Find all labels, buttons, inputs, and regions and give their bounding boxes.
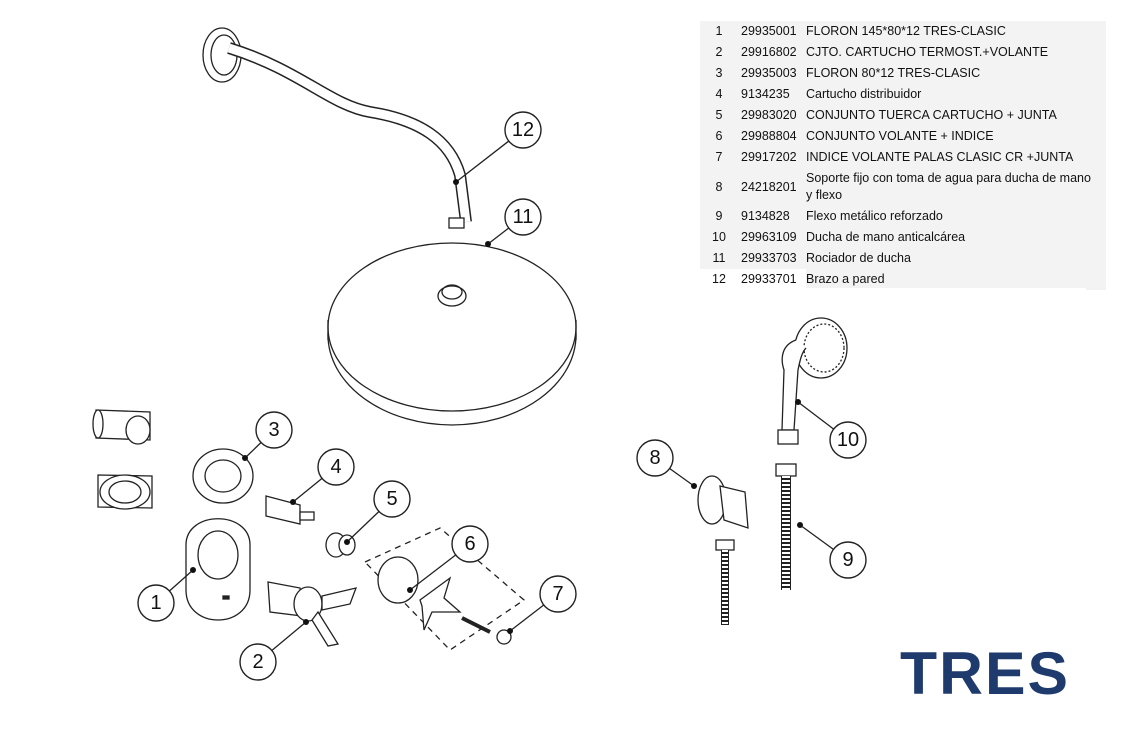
callout-3-label: 3 <box>268 419 279 441</box>
callout-9-label: 9 <box>842 549 853 571</box>
part-index: 1 <box>715 24 723 38</box>
parts-table-row: 10 29963109 Ducha de mano anticalcárea <box>700 227 1106 248</box>
part-description: Cartucho distribuidor <box>806 87 922 101</box>
parts-table-row: 6 29988804 CONJUNTO VOLANTE + INDICE <box>700 126 1106 147</box>
part-index: 9 <box>715 209 723 223</box>
part-code: 9134828 <box>741 209 790 223</box>
part-description: CJTO. CARTUCHO TERMOST.+VOLANTE <box>806 45 1049 59</box>
sleeve-rings-part <box>92 409 153 510</box>
callout-7-circle <box>539 575 577 613</box>
part-index: 3 <box>715 66 723 80</box>
callout-3-circle <box>255 411 293 449</box>
part-description: Ducha de mano anticalcárea <box>806 230 966 244</box>
escutcheon-large-part <box>185 518 251 621</box>
part-description: CONJUNTO VOLANTE + INDICE <box>806 129 994 143</box>
part-description: FLORON 80*12 TRES-CLASIC <box>806 66 981 80</box>
part-code: 29933703 <box>741 251 797 265</box>
callout-5-label: 5 <box>386 488 397 510</box>
part-description: INDICE VOLANTE PALAS CLASIC CR +JUNTA <box>806 150 1074 164</box>
svg-text:TRES: TRES <box>900 640 1070 707</box>
part-description: Rociador de ducha <box>806 251 911 265</box>
part-description: CONJUNTO TUERCA CARTUCHO + JUNTA <box>806 108 1057 122</box>
callout-4-circle <box>317 448 355 486</box>
part-code: 29933701 <box>741 272 797 286</box>
cartridge-nut-part <box>325 532 356 558</box>
diverter-cartridge-part <box>265 495 315 525</box>
callout-11-label: 11 <box>513 206 534 228</box>
parts-table-row: 12 29933701 Brazo a pared <box>700 269 1086 290</box>
hand-shower-part <box>777 317 848 445</box>
parts-table-row: 9 9134828 Flexo metálico reforzado <box>700 206 1106 227</box>
shower-head-part <box>327 242 577 426</box>
wall-bracket-part <box>697 475 749 625</box>
callout-6-circle <box>451 525 489 563</box>
part-index: 6 <box>715 129 723 143</box>
leader-dots <box>190 179 803 634</box>
part-description: Soporte fijo con toma de agua para ducha… <box>806 171 1091 202</box>
callout-12-label: 12 <box>512 119 534 141</box>
callout-10-label: 10 <box>837 429 859 451</box>
part-code: 29935003 <box>741 66 797 80</box>
callout-6-label: 6 <box>464 533 475 555</box>
callout-11-circle <box>504 198 542 236</box>
part-description: Brazo a pared <box>806 269 1086 288</box>
parts-table: 1 29935001 FLORON 145*80*12 TRES-CLASIC 2 29… <box>700 21 1106 290</box>
callout-12-circle <box>504 111 542 149</box>
part-index: 4 <box>715 87 723 101</box>
part-index: 2 <box>715 45 723 59</box>
parts-table-row: 2 29916802 CJTO. CARTUCHO TERMOST.+VOLANTE <box>700 42 1106 63</box>
callout-4-label: 4 <box>330 456 341 478</box>
part-index: 8 <box>715 180 723 194</box>
parts-table-row: 5 29983020 CONJUNTO TUERCA CARTUCHO + JUNT… <box>700 105 1106 126</box>
parts-table-row: 3 29935003 FLORON 80*12 TRES-CLASIC <box>700 63 1106 84</box>
callout-1-label: 1 <box>150 592 161 614</box>
callout-8-circle <box>636 439 674 477</box>
part-index: 7 <box>715 150 723 164</box>
part-index: 5 <box>715 108 723 122</box>
thermostatic-cartridge-part <box>267 581 358 647</box>
callout-5-circle <box>373 480 411 518</box>
part-description: FLORON 145*80*12 TRES-CLASIC <box>806 24 1006 38</box>
part-code: 9134235 <box>741 87 790 101</box>
callout-7-label: 7 <box>552 583 563 605</box>
parts-table-row: 7 29917202 INDICE VOLANTE PALAS CLASIC CR … <box>700 147 1106 168</box>
parts-table-row: 1 29935001 FLORON 145*80*12 TRES-CLASIC <box>700 21 1106 42</box>
part-code: 29935001 <box>741 24 797 38</box>
part-code: 29988804 <box>741 129 797 143</box>
parts-table-row: 8 24218201 Soporte fijo con toma de agua p… <box>700 168 1106 206</box>
callout-2-label: 2 <box>252 651 263 673</box>
wall-arm-part <box>202 27 472 229</box>
escutcheon-small-part <box>192 448 254 504</box>
callout-1-circle <box>137 584 175 622</box>
callout-9-circle <box>829 541 867 579</box>
part-code: 29983020 <box>741 108 797 122</box>
brand-logo: TRES <box>900 640 1070 707</box>
parts-table-row: 4 9134235 Cartucho distribuidor <box>700 84 1106 105</box>
part-description: Flexo metálico reforzado <box>806 209 943 223</box>
indicator-part <box>496 629 512 645</box>
part-code: 29917202 <box>741 150 797 164</box>
part-code: 29916802 <box>741 45 797 59</box>
callout-2-circle <box>239 643 277 681</box>
part-index: 10 <box>712 230 726 244</box>
part-index: 12 <box>712 272 726 286</box>
callout-10-circle <box>829 421 867 459</box>
part-index: 11 <box>712 251 726 265</box>
callout-8-label: 8 <box>649 447 660 469</box>
flexible-hose-part <box>775 463 797 590</box>
part-code: 29963109 <box>741 230 797 244</box>
parts-table-row: 11 29933703 Rociador de ducha <box>700 248 1106 269</box>
part-code: 24218201 <box>741 180 797 194</box>
